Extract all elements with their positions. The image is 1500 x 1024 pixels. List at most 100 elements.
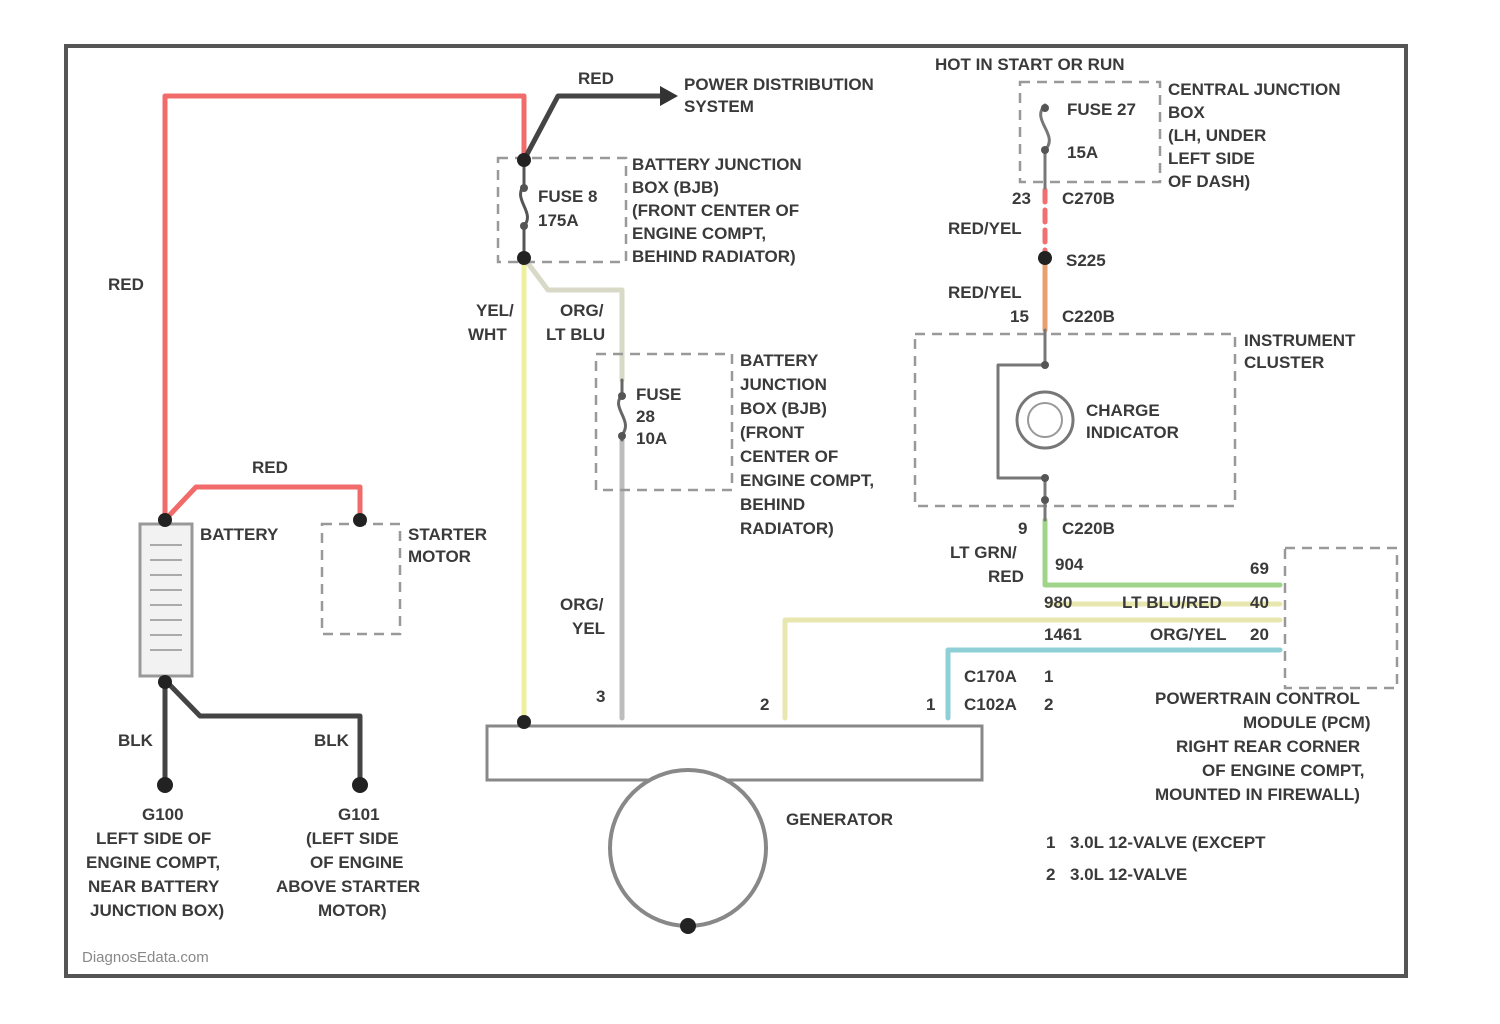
splice-dot bbox=[680, 918, 696, 934]
pin-dot bbox=[1041, 104, 1049, 112]
label-bjb1: BOX (BJB) bbox=[632, 178, 719, 197]
label-cjb: LEFT SIDE bbox=[1168, 149, 1255, 168]
pin-dot bbox=[1041, 146, 1049, 154]
label-pcm: MOUNTED IN FIREWALL) bbox=[1155, 785, 1360, 804]
label-wire-org-yel: YEL bbox=[572, 619, 605, 638]
label-wire-lt-grn: RED bbox=[988, 567, 1024, 586]
label-wire-org-yel: ORG/ bbox=[560, 595, 604, 614]
label-gen-pin-3: 3 bbox=[596, 687, 605, 706]
label-starter: STARTER bbox=[408, 525, 487, 544]
label-wire-lt-grn: LT GRN/ bbox=[950, 543, 1017, 562]
splice-dot bbox=[353, 513, 367, 527]
label-c170a-ref: 1 bbox=[1044, 667, 1053, 686]
label-c220b-bot: C220B bbox=[1062, 519, 1115, 538]
label-fuse27: FUSE 27 bbox=[1067, 100, 1136, 119]
label-power-dist: POWER DISTRIBUTION bbox=[684, 75, 874, 94]
label-g100: JUNCTION BOX) bbox=[90, 901, 224, 920]
label-pcm: OF ENGINE COMPT, bbox=[1202, 761, 1364, 780]
label-pcm: POWERTRAIN CONTROL bbox=[1155, 689, 1360, 708]
label-fuse28-amp: 10A bbox=[636, 429, 667, 448]
label-c102a-ref: 2 bbox=[1044, 695, 1053, 714]
splice-dot bbox=[517, 153, 531, 167]
label-charge: CHARGE bbox=[1086, 401, 1160, 420]
splice-dot bbox=[517, 251, 531, 265]
label-c102a: C102A bbox=[964, 695, 1017, 714]
label-fuse28: FUSE bbox=[636, 385, 681, 404]
label-pin-69: 69 bbox=[1250, 559, 1269, 578]
label-bjb2: RADIATOR) bbox=[740, 519, 834, 538]
label-g101: ABOVE STARTER bbox=[276, 877, 420, 896]
label-g100: G100 bbox=[142, 805, 184, 824]
battery-icon bbox=[140, 524, 192, 676]
label-bjb2: JUNCTION bbox=[740, 375, 827, 394]
label-pin-1461: 1461 bbox=[1044, 625, 1082, 644]
pin-dot bbox=[1041, 361, 1049, 369]
ground-dot bbox=[157, 777, 173, 793]
label-hot-in-start: HOT IN START OR RUN bbox=[935, 55, 1125, 74]
label-wire-org-yel-h: ORG/YEL bbox=[1150, 625, 1227, 644]
label-g100: NEAR BATTERY bbox=[88, 877, 220, 896]
label-wire-yel-wht: WHT bbox=[468, 325, 507, 344]
label-wire-red-yel: RED/YEL bbox=[948, 219, 1022, 238]
label-c220b-pin: 15 bbox=[1010, 307, 1029, 326]
label-g100: LEFT SIDE OF bbox=[96, 829, 211, 848]
label-pin-980: 980 bbox=[1044, 593, 1072, 612]
label-cjb: (LH, UNDER bbox=[1168, 126, 1266, 145]
label-fuse28-num: 28 bbox=[636, 407, 655, 426]
charge-indicator-lamp-icon bbox=[1017, 392, 1073, 448]
label-pin-904: 904 bbox=[1055, 555, 1084, 574]
label-c220b-pin-bot: 9 bbox=[1018, 519, 1027, 538]
label-wire-red-short: RED bbox=[252, 458, 288, 477]
label-bjb1: (FRONT CENTER OF bbox=[632, 201, 799, 220]
pin-dot bbox=[1041, 496, 1049, 504]
label-g101: (LEFT SIDE bbox=[306, 829, 399, 848]
label-bjb2: ENGINE COMPT, bbox=[740, 471, 874, 490]
label-c270b: C270B bbox=[1062, 189, 1115, 208]
label-bjb1: BEHIND RADIATOR) bbox=[632, 247, 796, 266]
label-fuse27-amp: 15A bbox=[1067, 143, 1098, 162]
label-note-2: 3.0L 12-VALVE bbox=[1070, 865, 1187, 884]
label-ic: CLUSTER bbox=[1244, 353, 1324, 372]
label-pin-40: 40 bbox=[1250, 593, 1269, 612]
ground-dot bbox=[352, 777, 368, 793]
label-wire-blk: BLK bbox=[314, 731, 350, 750]
pin-dot bbox=[1041, 474, 1049, 482]
label-fuse8: FUSE 8 bbox=[538, 187, 598, 206]
label-wire-org-ltblu: LT BLU bbox=[546, 325, 605, 344]
label-wire-red-top: RED bbox=[578, 69, 614, 88]
label-c270b-pin: 23 bbox=[1012, 189, 1031, 208]
label-note-1-num: 1 bbox=[1046, 833, 1055, 852]
pin-dot bbox=[618, 392, 626, 400]
splice-dot bbox=[158, 675, 172, 689]
generator-bar bbox=[487, 726, 982, 780]
label-s225: S225 bbox=[1066, 251, 1106, 270]
label-bjb2: BOX (BJB) bbox=[740, 399, 827, 418]
label-g101: G101 bbox=[338, 805, 380, 824]
pin-dot bbox=[618, 432, 626, 440]
splice-dot bbox=[1038, 251, 1052, 265]
generator-icon bbox=[610, 770, 766, 926]
splice-dot bbox=[517, 715, 531, 729]
splice-dot bbox=[158, 513, 172, 527]
label-wire-yel-wht: YEL/ bbox=[476, 301, 514, 320]
label-pin-20: 20 bbox=[1250, 625, 1269, 644]
label-cjb: OF DASH) bbox=[1168, 172, 1250, 191]
label-bjb2: CENTER OF bbox=[740, 447, 838, 466]
label-battery: BATTERY bbox=[200, 525, 279, 544]
label-note-2-num: 2 bbox=[1046, 865, 1055, 884]
label-wire-blk: BLK bbox=[118, 731, 154, 750]
label-cjb: CENTRAL JUNCTION bbox=[1168, 80, 1341, 99]
label-bjb2: BATTERY bbox=[740, 351, 819, 370]
label-starter: MOTOR bbox=[408, 547, 471, 566]
label-fuse8-amp: 175A bbox=[538, 211, 579, 230]
label-generator: GENERATOR bbox=[786, 810, 893, 829]
label-pcm: MODULE (PCM) bbox=[1243, 713, 1370, 732]
label-g101: MOTOR) bbox=[318, 901, 387, 920]
label-wire-red-yel: RED/YEL bbox=[948, 283, 1022, 302]
label-power-dist: SYSTEM bbox=[684, 97, 754, 116]
watermark: DiagnosEdata.com bbox=[82, 949, 209, 966]
pin-dot bbox=[520, 222, 528, 230]
label-gen-pin-1: 1 bbox=[926, 695, 935, 714]
label-g101: OF ENGINE bbox=[310, 853, 404, 872]
